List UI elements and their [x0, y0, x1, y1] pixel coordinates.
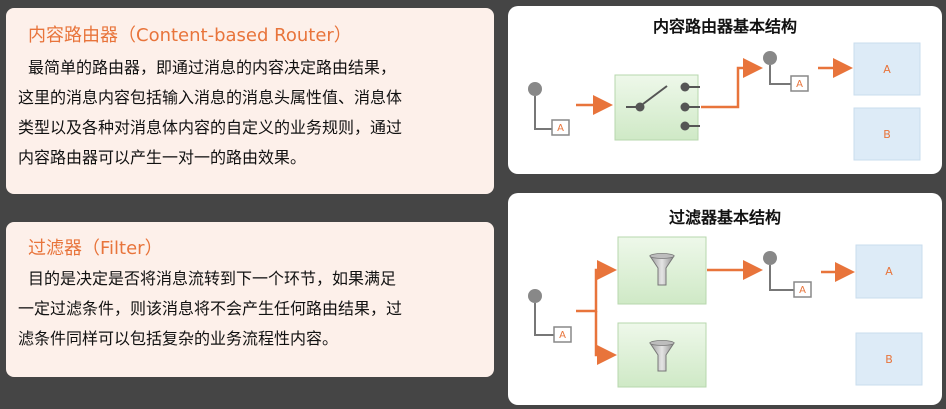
router-card-line: 这里的消息内容包括输入消息的消息头属性值、消息体 [18, 88, 403, 107]
output-message-label: A [799, 285, 806, 296]
router-card-body: 最简单的路由器，即通过消息的内容决定路由结果， 这里的消息内容包括输入消息的消息… [18, 53, 486, 173]
filter-structure-title: 过滤器基本结构 [668, 208, 781, 227]
target-a-box: A [855, 244, 923, 299]
filter-structure-panel: 过滤器基本结构 A [508, 193, 942, 405]
target-b-label: B [883, 128, 891, 141]
target-a-label: A [883, 63, 891, 76]
filter-box-bottom [617, 322, 707, 388]
router-structure-title: 内容路由器基本结构 [652, 17, 797, 36]
output-channel-icon: A [763, 51, 809, 92]
filter-card-line: 一定过滤条件，则该消息将不会产生任何路由结果，过 [18, 299, 403, 318]
input-message-label: A [559, 330, 566, 341]
filter-card-title: 过滤器（Filter） [28, 238, 163, 259]
route-arrow [701, 58, 763, 109]
router-card-line: 内容路由器可以产生一对一的路由效果。 [18, 148, 307, 167]
target-a-box: A [853, 42, 921, 96]
split-arrow-bottom [594, 311, 617, 365]
input-channel-icon: A [528, 289, 572, 343]
funnel-icon [649, 253, 675, 286]
router-structure-panel: 内容路由器基本结构 A [508, 6, 942, 174]
filter-card-line: 滤条件同样可以包括复杂的业务流程性内容。 [18, 329, 339, 348]
funnel-icon [649, 340, 675, 372]
target-b-box: B [853, 107, 921, 161]
target-a-label: A [885, 265, 893, 278]
filter-description-card: 过滤器（Filter） 目的是决定是否将消息流转到下一个环节，如果满足 一定过滤… [6, 222, 494, 377]
router-card-line: 类型以及各种对消息体内容的自定义的业务规则，通过 [18, 118, 403, 137]
router-structure-diagram: A A A B [528, 42, 921, 161]
filter-structure-diagram: A A [528, 236, 923, 388]
filter-card-body: 目的是决定是否将消息流转到下一个环节，如果满足 一定过滤条件，则该消息将不会产生… [18, 264, 486, 354]
filter-card-line: 目的是决定是否将消息流转到下一个环节，如果满足 [28, 269, 397, 288]
output-channel-icon: A [763, 251, 812, 298]
split-arrow-top [576, 260, 617, 313]
target-b-label: B [885, 353, 893, 366]
output-message-label: A [796, 79, 803, 90]
target-b-box: B [855, 332, 923, 386]
router-box [614, 74, 700, 141]
router-description-card: 内容路由器（Content-based Router） 最简单的路由器，即通过消… [6, 8, 494, 194]
filter-box-top [617, 236, 707, 305]
input-message-label: A [557, 123, 564, 134]
input-channel-icon: A [528, 82, 570, 136]
router-card-title: 内容路由器（Content-based Router） [28, 25, 352, 46]
router-card-line: 最简单的路由器，即通过消息的内容决定路由结果， [28, 58, 397, 77]
